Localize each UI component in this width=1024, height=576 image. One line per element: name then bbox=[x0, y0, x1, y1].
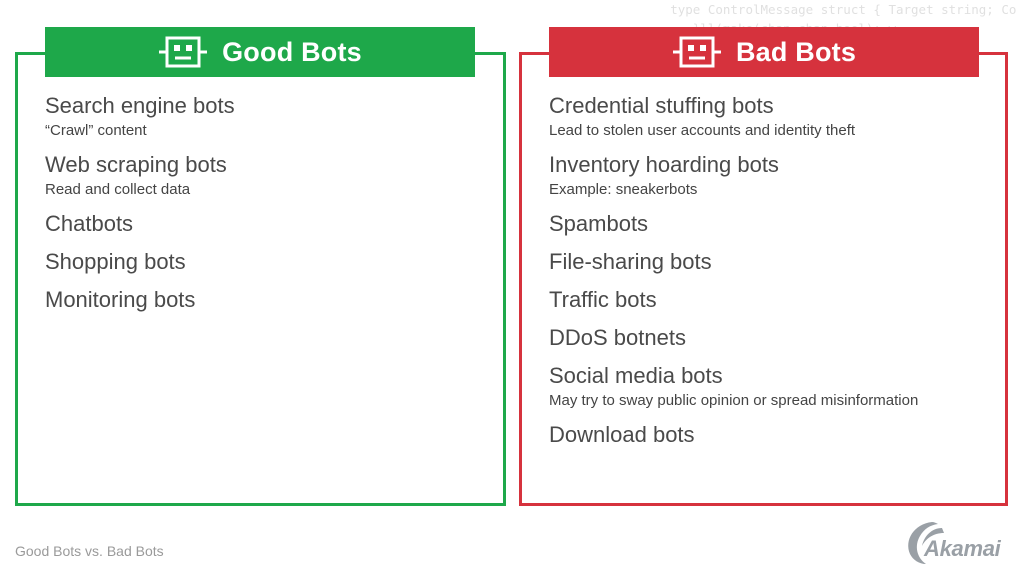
good-bot-item: Monitoring bots bbox=[45, 286, 505, 314]
bad-bot-item-title: Traffic bots bbox=[549, 287, 657, 312]
robot-face-icon bbox=[158, 35, 208, 69]
good-bot-item-title: Monitoring bots bbox=[45, 287, 196, 312]
bad-bot-item: File-sharing bots bbox=[549, 248, 1009, 276]
bad-bot-item-description: Example: sneakerbots bbox=[549, 181, 698, 198]
good-bot-item: Shopping bots bbox=[45, 248, 505, 276]
slide-caption: Good Bots vs. Bad Bots bbox=[15, 543, 164, 559]
bad-bot-item-title: Social media bots bbox=[549, 363, 723, 388]
good-bot-item-title: Search engine bots bbox=[45, 93, 235, 118]
bad-bots-banner: Bad Bots bbox=[549, 27, 979, 77]
good-bot-item-title: Chatbots bbox=[45, 211, 134, 236]
bad-bot-item-title: Inventory hoarding bots bbox=[549, 152, 779, 177]
bad-bots-title: Bad Bots bbox=[735, 36, 857, 67]
bad-bot-item-title: File-sharing bots bbox=[549, 249, 712, 274]
bad-bot-item-title: DDoS botnets bbox=[549, 325, 686, 350]
good-bot-item-title: Web scraping bots bbox=[45, 152, 227, 177]
bad-bot-item-title: Download bots bbox=[549, 422, 695, 447]
akamai-wordmark: Akamai bbox=[924, 536, 1001, 561]
bad-bot-item: Traffic bots bbox=[549, 286, 1009, 314]
bad-bot-item-title: Spambots bbox=[549, 211, 649, 236]
bad-bot-item-description: Lead to stolen user accounts and identit… bbox=[549, 122, 856, 139]
good-bots-banner: Good Bots bbox=[45, 27, 475, 77]
good-bot-item-title: Shopping bots bbox=[45, 249, 186, 274]
good-bot-item: Chatbots bbox=[45, 210, 505, 238]
good-bot-item-description: Read and collect data bbox=[45, 181, 191, 198]
good-bot-item-description: “Crawl” content bbox=[45, 122, 147, 139]
good-bot-item: Search engine bots “Crawl” content bbox=[45, 92, 505, 141]
bad-bot-item: Spambots bbox=[549, 210, 1009, 238]
bad-bot-item-title: Credential stuffing bots bbox=[549, 93, 774, 118]
akamai-wave-icon bbox=[908, 522, 944, 564]
bad-bot-item-description: May try to sway public opinion or spread… bbox=[549, 392, 919, 409]
good-bots-title: Good Bots bbox=[222, 36, 362, 67]
akamai-logo: Akamai bbox=[902, 518, 1012, 566]
robot-face-icon bbox=[672, 35, 722, 69]
bad-bot-item: Download bots bbox=[549, 421, 1009, 449]
bad-bot-item: DDoS botnets bbox=[549, 324, 1009, 352]
